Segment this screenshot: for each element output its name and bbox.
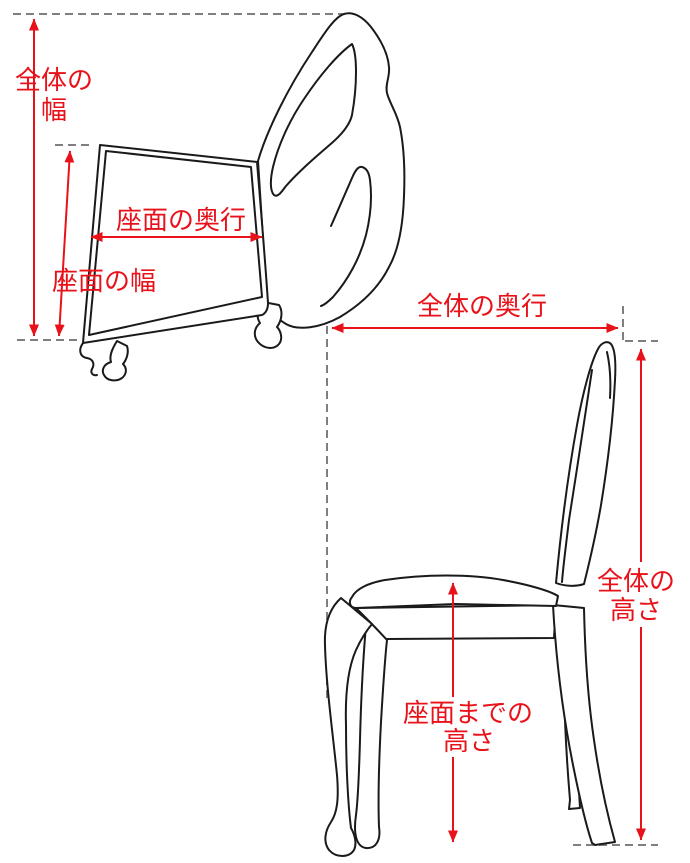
- overall-width-label-line1: 全体の: [15, 65, 93, 95]
- seat-height-label-line2: 高さ: [443, 726, 495, 756]
- seat-width-arrow: [54, 150, 75, 337]
- side-view-back-post: [555, 341, 617, 587]
- side-view-front-leg: [323, 597, 373, 857]
- top-view-left-leg: [101, 340, 129, 382]
- top-view-back-inner-edge: [269, 43, 357, 197]
- top-view-seat-outline: [82, 144, 269, 344]
- overall-height-label-line1: 全体の: [597, 566, 675, 596]
- seat-height-label-line1: 座面までの: [403, 698, 533, 728]
- side-view-far-front-leg: [354, 621, 388, 850]
- side-view-back-top-detail-line: [606, 351, 612, 399]
- overall-height-label-line2: 高さ: [610, 595, 662, 625]
- seat-width-label: 座面の幅: [52, 266, 156, 296]
- top-view-back-outline: [257, 12, 406, 329]
- top-view-back-fold-line: [320, 165, 372, 307]
- extension-lines: [13, 13, 658, 846]
- side-view-chair: [323, 341, 617, 857]
- top-view-seat-inner-border: [88, 150, 263, 336]
- side-view-seat-apron: [355, 604, 557, 640]
- overall-width-label-line2: 幅: [41, 95, 67, 125]
- dimension-arrows: [29, 18, 646, 843]
- dimension-labels: 全体の 幅 座面の奥行 座面の幅 全体の奥行 全体の 高さ 座面までの 高さ: [15, 65, 675, 756]
- seat-depth-label: 座面の奥行: [116, 205, 246, 235]
- top-view-chair: [79, 12, 406, 382]
- side-view-back-inner-line: [561, 369, 593, 583]
- side-view-rear-leg: [552, 604, 616, 846]
- top-view-corner-curl: [79, 342, 98, 377]
- overall-depth-label: 全体の奥行: [417, 291, 547, 321]
